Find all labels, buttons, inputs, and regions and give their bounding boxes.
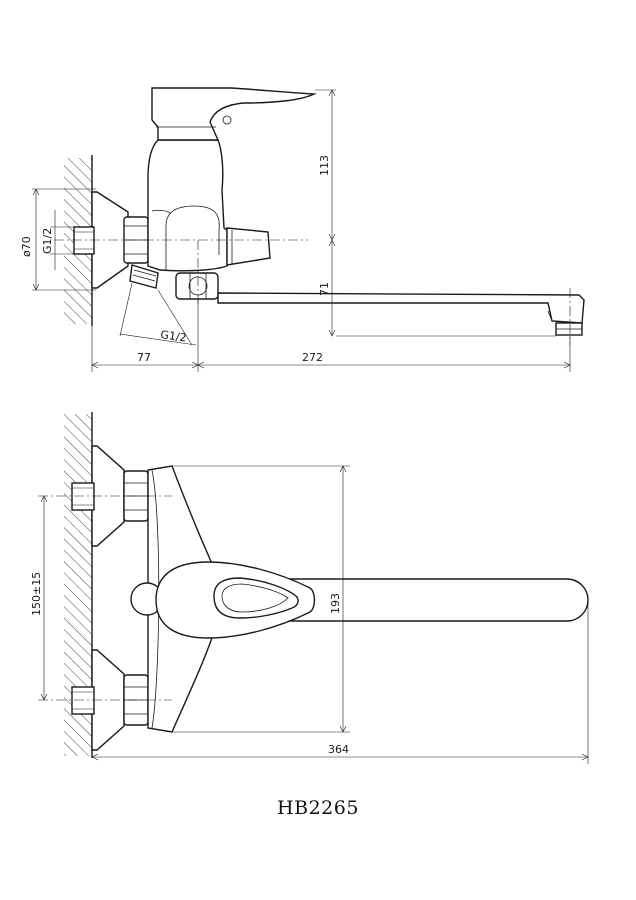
model-code: HB2265 bbox=[277, 797, 359, 819]
mixer-body bbox=[147, 139, 228, 272]
dim-71-label: 71 bbox=[318, 282, 331, 296]
spout-arm bbox=[217, 292, 585, 324]
dim-364-label: 364 bbox=[328, 743, 349, 756]
cartridge-cap bbox=[226, 227, 271, 266]
lever-grip-cutout bbox=[213, 577, 299, 619]
dim-272-label: 272 bbox=[302, 351, 323, 364]
dim-193-label: 193 bbox=[329, 593, 342, 614]
upper-flange bbox=[91, 445, 125, 547]
inlet-stub bbox=[73, 226, 95, 255]
dim-thread-top-label: G1/2 bbox=[41, 228, 54, 254]
lower-inlet-stub bbox=[71, 686, 95, 715]
dim-thread-bottom-label: G1/2 bbox=[160, 328, 188, 345]
dim-113-label: 113 bbox=[318, 155, 331, 176]
side-view: ø70 G1/2 113 71 G1/2 77 272 bbox=[20, 87, 585, 372]
dim-centers-label: 150±15 bbox=[30, 572, 43, 616]
lower-flange bbox=[91, 649, 125, 751]
dim-diameter-label: ø70 bbox=[20, 236, 33, 257]
lever-handle bbox=[151, 87, 317, 141]
upper-inlet-stub bbox=[71, 482, 95, 511]
dim-77-label: 77 bbox=[137, 351, 151, 364]
spout-swivel bbox=[175, 272, 219, 300]
top-view: 150±15 193 364 bbox=[30, 412, 589, 764]
